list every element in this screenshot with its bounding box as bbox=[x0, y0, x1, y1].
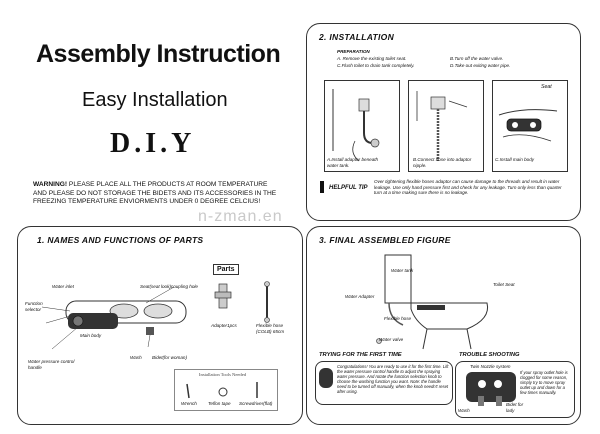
tools-box: Installation Tools Needed Wrench Teflon … bbox=[174, 369, 278, 411]
bidet-diagram bbox=[41, 286, 187, 350]
water-pressure-label: Water pressure control handle bbox=[28, 359, 75, 370]
main-body-label: Main body bbox=[80, 333, 102, 338]
main-body-illustration bbox=[498, 109, 558, 142]
prep-title: PREPARATION bbox=[337, 49, 370, 54]
water-adapter-label: Water Adapter bbox=[345, 294, 375, 299]
seat-fix-label: Seat(seat look)coupling hole bbox=[140, 284, 198, 289]
tip-icon bbox=[320, 181, 324, 193]
tool-screwdriver: Screwdriver(flat) bbox=[239, 401, 273, 406]
trying-title: TRYING FOR THE FIRST TIME bbox=[319, 352, 402, 358]
prep-d: D.Take out exiting water pipe. bbox=[450, 63, 511, 68]
parts-label: Parts bbox=[213, 264, 239, 275]
adapter-label: Adapter1pcs bbox=[211, 323, 237, 328]
nozzle-title: Twin Nozzle system bbox=[470, 364, 511, 369]
step-c-image: Seat bbox=[492, 80, 568, 172]
tools-title: Installation Tools Needed bbox=[199, 372, 247, 377]
flexible-hose-final-label: Flexible hose bbox=[384, 316, 412, 321]
adaptor-illustration bbox=[332, 89, 380, 162]
names-panel: 1. NAMES AND FUNCTIONS OF PARTS Parts Ad… bbox=[17, 226, 303, 425]
step-b-caption: B.Connect hose into adaptor nipple. bbox=[413, 157, 472, 168]
water-tank-label: Water tank bbox=[391, 268, 414, 273]
toilet-seat-label: Toilet Seat bbox=[493, 282, 515, 287]
trying-box: Congratulations! You are ready to use it… bbox=[315, 361, 453, 405]
installation-title: 2. INSTALLATION bbox=[319, 32, 395, 42]
step-a-image bbox=[324, 80, 400, 172]
seat-label: Seat bbox=[541, 84, 552, 90]
warning-notice: WARNING! PLEASE PLACE ALL THE PRODUCTS A… bbox=[33, 181, 277, 207]
final-title: 3. FINAL ASSEMBLED FIGURE bbox=[319, 235, 451, 245]
trouble-text: If your spray outlet hole is clogged for… bbox=[520, 370, 568, 395]
page-title: Assembly Instruction bbox=[36, 40, 281, 68]
watermark: n-zman.en bbox=[198, 208, 283, 225]
wash-label: Wash bbox=[130, 355, 142, 360]
trying-text: Congratulations! You are ready to use it… bbox=[337, 364, 449, 394]
tool-wrench: Wrench bbox=[181, 401, 197, 406]
warning-text: PLEASE PLACE ALL THE PRODUCTS AT ROOM TE… bbox=[33, 181, 277, 206]
prep-b: B.Turn off the water valve. bbox=[450, 56, 504, 61]
trouble-title: TROUBLE SHOOTING bbox=[459, 352, 520, 358]
toilet-diagram bbox=[376, 254, 489, 350]
tip-text: Over tightening flexible hoses adaptor c… bbox=[374, 179, 562, 196]
prep-c: C.Flush toilet to drain tank completely. bbox=[337, 63, 415, 68]
prep-a: A. Remove the existing toilet seat. bbox=[337, 56, 407, 61]
trouble-box: Twin Nozzle system If your spray outlet … bbox=[455, 361, 575, 418]
step-b-image bbox=[408, 80, 484, 172]
nozzle-wash-label: Wash bbox=[458, 408, 470, 413]
installation-panel: 2. INSTALLATION PREPARATION A. Remove th… bbox=[306, 23, 581, 221]
nozzle-bidet-label: Bidet for lady bbox=[506, 402, 524, 413]
trying-icon bbox=[319, 368, 333, 388]
parts-box: Parts bbox=[207, 262, 289, 344]
function-selector-label: Function selector bbox=[25, 301, 43, 312]
warning-label: WARNING! bbox=[33, 181, 68, 188]
flexible-hose-label: Flexible hose (COLB) 65cm bbox=[256, 323, 285, 334]
page-subtitle: Easy Installation bbox=[82, 89, 228, 111]
nozzle-illustration bbox=[466, 372, 516, 406]
diy-heading: D.I.Y bbox=[110, 128, 196, 159]
water-inlet-label: Water inlet bbox=[52, 284, 74, 289]
tip-label: HELPFUL TIP bbox=[329, 185, 368, 191]
final-panel: 3. FINAL ASSEMBLED FIGURE Water tank Toi… bbox=[306, 226, 581, 425]
step-c-caption: C.Install main body bbox=[495, 157, 535, 162]
step-a-caption: A.Install adaptor beneath water tank. bbox=[327, 157, 379, 168]
parts-illustration bbox=[214, 281, 270, 323]
hose-illustration bbox=[416, 91, 468, 161]
tool-teflon: Teflon tape bbox=[208, 401, 231, 406]
bidet-label: Bidet(for woman) bbox=[152, 355, 187, 360]
tools-illustration bbox=[186, 382, 258, 399]
water-valve-label: Water valve bbox=[379, 337, 404, 342]
names-title: 1. NAMES AND FUNCTIONS OF PARTS bbox=[37, 235, 204, 245]
